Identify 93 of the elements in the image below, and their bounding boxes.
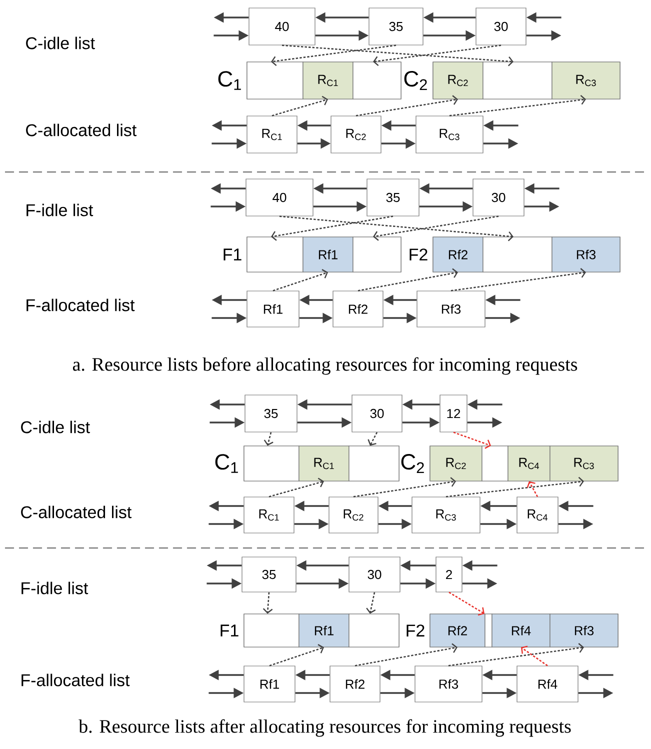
memory-segment: Rf3 [550, 614, 618, 648]
memory-segment [482, 446, 508, 482]
dashed-arrow [526, 481, 538, 498]
row-label: C-idle list [21, 420, 90, 434]
list-node-box: Rf1 [244, 666, 296, 702]
node-label: C$_{2}$ [401, 454, 424, 473]
list-node-box: Rf1 [246, 290, 300, 328]
memory-segment: Rf3 [552, 236, 620, 272]
dashed-arrow [373, 216, 499, 241]
caption: a. Resource lists before allocating resources for incoming requests [72, 357, 578, 375]
memory-segment: R$_{C3}$ [550, 446, 618, 482]
row-label: F-idle list [26, 204, 94, 216]
memory-segment [348, 614, 400, 648]
dashed-arrow [269, 644, 324, 666]
memory-segment [352, 236, 402, 272]
list-node-box: 35 [368, 8, 424, 46]
dashed-arrow [449, 94, 586, 116]
memory-segment: Rf1 [302, 236, 354, 272]
dashed-arrow [264, 432, 274, 446]
list-node-box: Rf3 [416, 290, 486, 328]
dashed-arrow [373, 44, 502, 66]
memory-segment: Rf4 [492, 614, 550, 648]
dashed-arrow [368, 432, 378, 446]
row-label: F-allocated list [22, 674, 130, 686]
memory-segment [482, 62, 552, 100]
node-label: F1 [220, 624, 238, 636]
dashed-arrow [450, 268, 586, 292]
memory-segment: R$_{C2}$ [430, 446, 482, 482]
row-label: C-allocated list [26, 124, 137, 136]
list-node-box: R$_{C3}$ [416, 116, 484, 154]
memory-segment: R$_{C1}$ [298, 446, 350, 482]
list-node-box: Rf2 [330, 666, 380, 702]
node-label: F1 [224, 248, 242, 260]
node-label: F2 [410, 248, 428, 260]
list-node-box: R$_{C2}$ [328, 496, 378, 534]
list-node-box: R$_{C2}$ [330, 116, 382, 154]
row-label: C-idle list [26, 36, 95, 50]
list-node-box: R$_{C1}$ [244, 496, 294, 534]
dashed-arrow [448, 643, 584, 666]
list-node-box: 40 [248, 8, 316, 46]
memory-segment [244, 446, 300, 482]
dashed-arrow [271, 216, 394, 241]
row-label: C-allocated list [21, 506, 132, 518]
list-node-box: 35 [244, 394, 298, 432]
dashed-arrow [279, 216, 514, 242]
list-node-box: 30 [472, 178, 524, 216]
list-node-box: 35 [242, 556, 296, 592]
node-label: F2 [406, 624, 424, 636]
dashed-arrow [272, 269, 328, 292]
memory-segment [482, 236, 552, 272]
memory-segment: Rf2 [430, 614, 486, 648]
memory-segment: Rf2 [432, 236, 484, 272]
memory-segment [246, 62, 304, 100]
memory-segment [352, 62, 402, 100]
memory-segment [246, 236, 304, 272]
memory-segment: Rf1 [298, 614, 350, 648]
list-node-box: Rf3 [414, 666, 482, 702]
memory-segment [484, 614, 492, 648]
row-label: F-allocated list [26, 298, 135, 312]
list-node-box: R$_{C1}$ [246, 116, 298, 154]
row-label: F-idle list [22, 582, 88, 594]
node-label: C$_{1}$ [218, 71, 241, 90]
list-node-box: 30 [352, 394, 402, 432]
list-node-box: 12 [440, 394, 468, 432]
dashed-arrow [366, 592, 376, 614]
memory-segment: R$_{C4}$ [508, 446, 550, 482]
list-node-box: 30 [348, 556, 400, 592]
dashed-arrow [354, 643, 458, 666]
dashed-arrow [282, 44, 514, 66]
list-node-box: 40 [246, 178, 314, 216]
list-node-box: 30 [476, 8, 526, 46]
list-node-box: R$_{C4}$ [516, 496, 558, 534]
caption: b. Resource lists after allocating resources for incoming requests [78, 719, 571, 737]
memory-segment [348, 446, 400, 482]
memory-segment [244, 614, 300, 648]
memory-segment: R$_{C1}$ [302, 62, 354, 100]
dashed-arrow [448, 592, 484, 616]
dashed-arrow [453, 432, 491, 449]
memory-segment: R$_{C3}$ [552, 62, 620, 100]
dashed-arrow [271, 44, 396, 66]
dashed-arrow [521, 646, 548, 666]
dashed-arrow [356, 95, 458, 116]
list-node-box: Rf4 [516, 666, 578, 702]
list-node-box: 35 [366, 178, 420, 216]
list-node-box: 2 [436, 556, 462, 592]
dashed-arrow [446, 476, 584, 498]
dashed-arrow [262, 592, 273, 614]
memory-segment: R$_{C2}$ [432, 62, 484, 100]
node-label: C$_{2}$ [404, 71, 427, 90]
list-node-box: Rf2 [332, 290, 384, 328]
dashed-arrow [358, 268, 458, 292]
node-label: C$_{1}$ [215, 454, 238, 473]
list-node-box: R$_{C3}$ [412, 496, 480, 534]
